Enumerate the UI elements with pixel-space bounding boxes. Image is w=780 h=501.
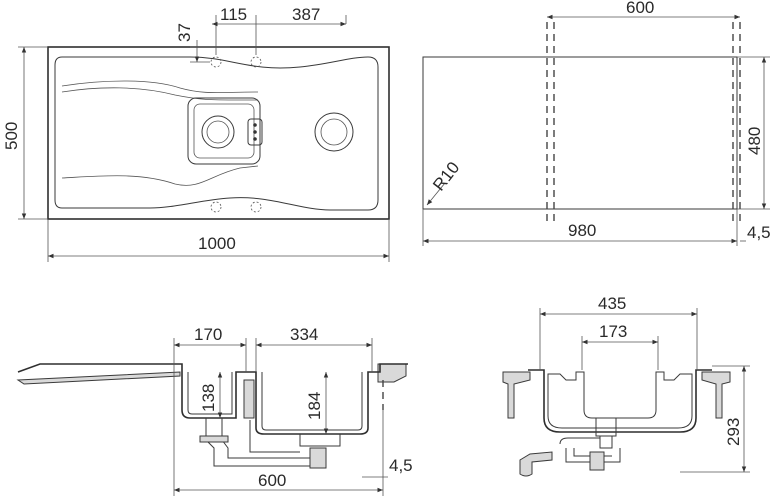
dim-height: 500	[2, 122, 21, 150]
half-bowl-inner	[193, 103, 255, 159]
main-bowl-drain-inner	[320, 118, 348, 146]
top-view: 115 387 37 500 1000	[2, 5, 390, 262]
dim-side-margin: 4,5	[389, 456, 413, 475]
drain-pipe	[249, 420, 341, 453]
dim-margin: 4,5	[747, 223, 771, 242]
dim-radius: R10	[429, 158, 463, 194]
dim-front-width: 435	[598, 294, 626, 313]
dim-front-depth: 293	[724, 418, 743, 446]
tap-hole	[250, 56, 262, 68]
dim-cabinet: 600	[626, 0, 654, 17]
dim-front-inner-width: 173	[599, 322, 627, 341]
dim-drainer-depth: 138	[199, 384, 218, 412]
cutout-outline	[422, 56, 738, 210]
half-bowl-drain-inner	[206, 120, 230, 144]
tap-hole	[250, 201, 262, 213]
sink-front-profile	[528, 369, 712, 433]
sink-outline	[47, 46, 390, 220]
dim-width: 1000	[198, 234, 236, 253]
dim-cutout-width: 980	[568, 221, 596, 240]
cutout-view: 600 480 R10 980 4,5	[422, 0, 771, 246]
drainer-groove	[61, 165, 259, 186]
sink-side-profile	[17, 363, 408, 435]
worktop	[16, 371, 181, 385]
dim-side-cabinet: 600	[258, 471, 286, 490]
side-view: 170 334 138 184 600 4,5	[16, 325, 413, 496]
front-drain	[595, 418, 617, 449]
dim-hole-offset: 37	[175, 23, 194, 42]
dim-bowl-width: 334	[290, 325, 318, 344]
dim-bowl-depth: 184	[305, 392, 324, 420]
half-bowl	[187, 97, 261, 165]
tap-hole	[210, 56, 222, 68]
half-bowl-drain	[201, 115, 235, 149]
drainer-groove	[61, 87, 258, 101]
tap-hole	[210, 201, 222, 213]
dim-hole-to-bowl: 387	[292, 5, 320, 24]
sink-inner-rim	[54, 56, 379, 211]
dim-cutout-height: 480	[745, 127, 764, 155]
worktop-right	[377, 363, 407, 383]
drainer-groove	[61, 80, 259, 94]
overflow	[247, 118, 263, 146]
front-view: 435 173 293	[502, 294, 750, 477]
dim-drain-offset: 170	[194, 325, 222, 344]
dim-hole-spacing: 115	[220, 5, 247, 24]
main-bowl-drain	[314, 112, 354, 152]
